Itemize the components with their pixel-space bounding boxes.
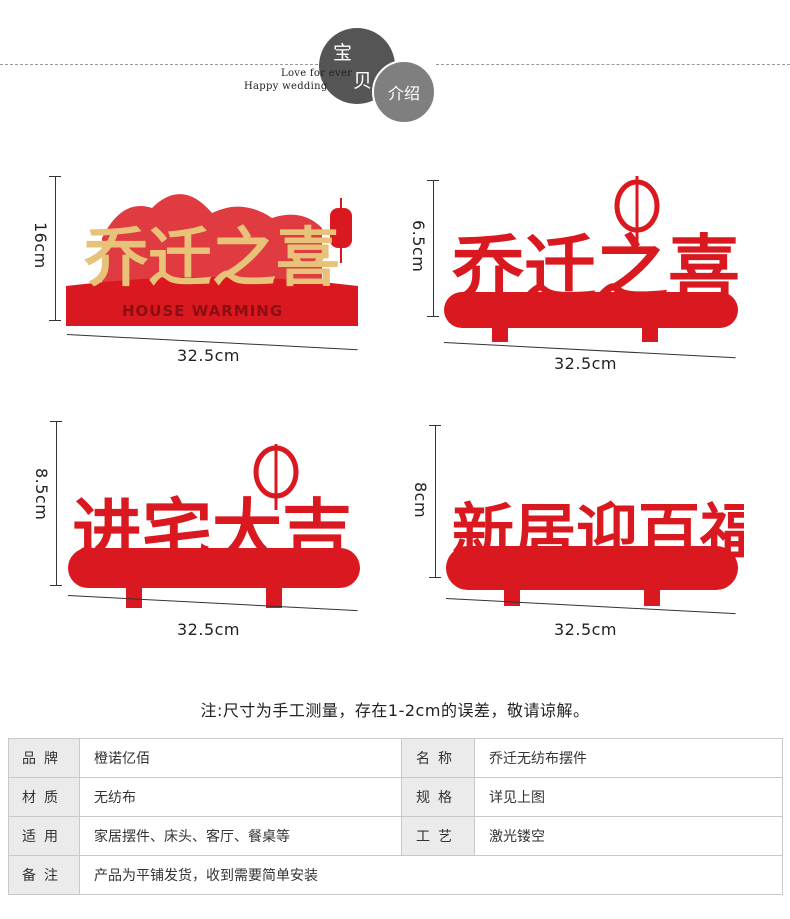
spec-name-value: 乔迁无纺布摆件 — [474, 738, 783, 778]
product-1-image: 乔迁之喜 HOUSE WARMING — [66, 194, 358, 326]
header-eng-line1: Love for ever — [281, 68, 353, 79]
product-1-main-text: 乔迁之喜 — [84, 221, 340, 296]
product-4-height-label: 8cm — [411, 482, 430, 519]
circle-small-text: 介绍 — [387, 84, 420, 103]
product-2: 乔迁之喜 — [442, 172, 742, 352]
product-4-main-text: 新居迎百福 — [452, 496, 744, 569]
product-1-height-line — [55, 176, 56, 320]
product-2-height-label: 6.5cm — [409, 220, 428, 273]
spec-material-value: 无纺布 — [79, 777, 402, 817]
header-circle-small: 介绍 — [372, 60, 436, 124]
spec-remark-value: 产品为平铺发货，收到需要简单安装 — [79, 855, 783, 895]
header-circle-main: 宝 贝 — [319, 28, 395, 104]
spec-row: 备注 产品为平铺发货，收到需要简单安装 — [8, 855, 783, 895]
product-1-width-label: 32.5cm — [177, 346, 241, 365]
spec-brand-label: 品牌 — [8, 738, 80, 778]
product-1: 乔迁之喜 HOUSE WARMING — [62, 168, 362, 358]
spec-table: 品牌 橙诺亿佰 名称 乔迁无纺布摆件 材质 无纺布 规格 详见上图 适用 家居摆… — [8, 738, 783, 895]
product-3-main-text: 进宅大吉 — [72, 490, 352, 573]
spec-name-label: 名称 — [401, 738, 475, 778]
header-eng-line2: Happy wedding — [244, 81, 328, 92]
spec-size-value: 详见上图 — [474, 777, 783, 817]
spec-remark-label: 备注 — [8, 855, 80, 895]
product-3: 进宅大吉 — [66, 418, 366, 623]
spec-use-label: 适用 — [8, 816, 80, 856]
spec-craft-value: 激光镂空 — [474, 816, 783, 856]
product-4-height-line — [435, 425, 436, 577]
product-4-width-label: 32.5cm — [554, 620, 618, 639]
circle-main-char-1: 宝 — [333, 42, 353, 64]
product-2-width-label: 32.5cm — [554, 354, 618, 373]
product-3-image: 进宅大吉 — [68, 444, 360, 608]
spec-material-label: 材质 — [8, 777, 80, 817]
spec-size-label: 规格 — [401, 777, 475, 817]
spec-brand-value: 橙诺亿佰 — [79, 738, 402, 778]
product-3-width-label: 32.5cm — [177, 620, 241, 639]
product-2-height-line — [433, 180, 434, 316]
spec-craft-label: 工艺 — [401, 816, 475, 856]
product-4-image: 新居迎百福 — [446, 496, 762, 606]
header-dashed-line-left — [0, 64, 318, 65]
spec-row: 适用 家居摆件、床头、客厅、餐桌等 工艺 激光镂空 — [8, 816, 783, 856]
product-2-main-text: 乔迁之喜 — [452, 226, 740, 311]
product-1-height-label: 16cm — [31, 222, 50, 269]
product-2-image: 乔迁之喜 — [444, 176, 740, 342]
spec-row: 品牌 橙诺亿佰 名称 乔迁无纺布摆件 — [8, 738, 783, 778]
circle-main-char-2: 贝 — [353, 70, 373, 92]
spec-row: 材质 无纺布 规格 详见上图 — [8, 777, 783, 817]
product-3-height-label: 8.5cm — [32, 468, 51, 521]
product-1-band-text: HOUSE WARMING — [122, 302, 283, 320]
measurement-note: 注:尺寸为手工测量，存在1-2cm的误差，敬请谅解。 — [200, 701, 590, 720]
product-3-height-line — [56, 421, 57, 585]
header-dashed-line-right — [436, 64, 790, 65]
product-4: 新居迎百福 — [444, 420, 762, 620]
spec-use-value: 家居摆件、床头、客厅、餐桌等 — [79, 816, 402, 856]
